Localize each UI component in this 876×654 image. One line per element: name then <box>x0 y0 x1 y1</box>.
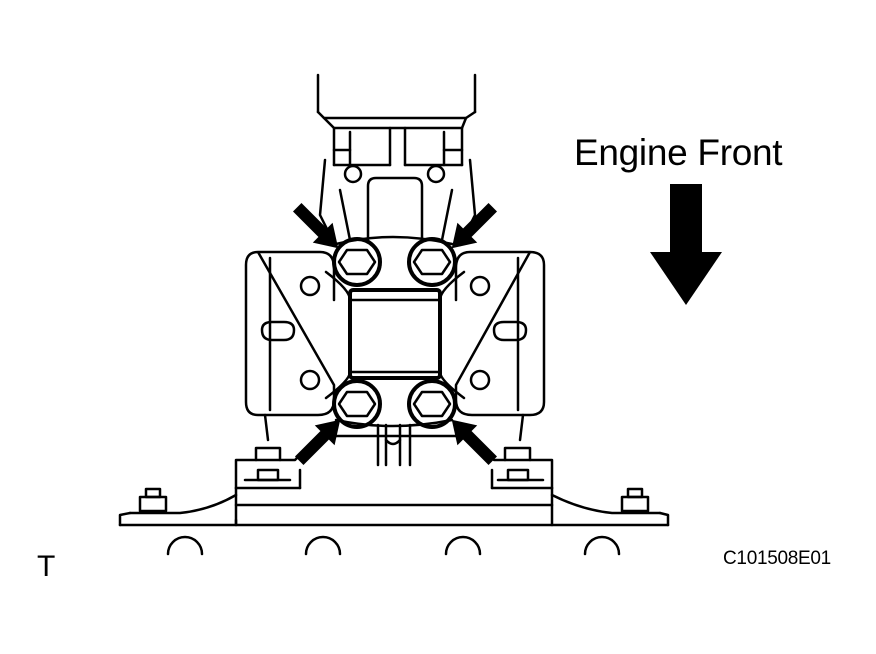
bolt-top-right <box>407 237 457 287</box>
bolt-top-left <box>332 237 382 287</box>
arrow-top-right <box>451 202 498 249</box>
left-mount-pad <box>244 250 336 417</box>
figure-code-label: C101508E01 <box>723 548 831 569</box>
engine-front-arrow-icon <box>650 184 722 305</box>
engine-front-label: Engine Front <box>574 132 783 173</box>
arrow-bottom-right <box>451 419 498 466</box>
bolt-bottom-left <box>332 379 382 429</box>
arrow-bottom-left <box>294 419 341 466</box>
right-mount-pad <box>454 250 546 417</box>
upper-shaft <box>316 73 477 247</box>
base-plate <box>118 413 670 527</box>
frame-bumps <box>166 535 621 556</box>
center-block <box>324 235 466 428</box>
arrow-top-left <box>292 202 339 249</box>
bolt-bottom-right <box>407 379 457 429</box>
view-marker-label: T <box>37 550 56 583</box>
center-tab <box>376 423 412 467</box>
